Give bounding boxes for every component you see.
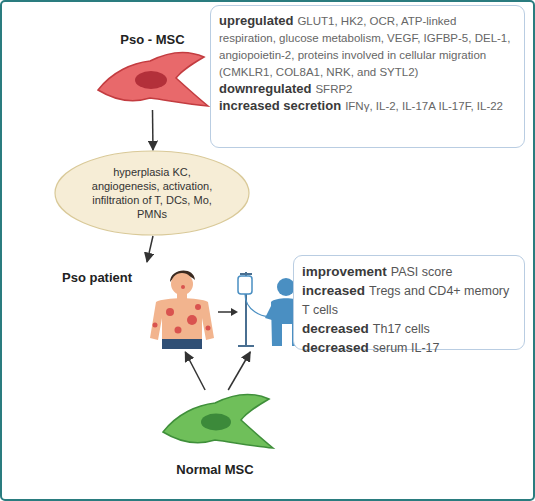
item-list: IFNγ, IL-2, IL-17A IL-17F, IL-22 bbox=[345, 100, 503, 112]
cell-node: Pso - MSC bbox=[90, 28, 215, 110]
item-list: Th17 cells bbox=[373, 322, 430, 336]
pso-msc-cell bbox=[98, 53, 208, 106]
keyword-label: downregulated bbox=[219, 81, 311, 96]
arrow-connector bbox=[147, 236, 153, 262]
node-heading: Pso patient bbox=[62, 270, 132, 285]
normal-msc-cell bbox=[163, 395, 273, 448]
text-line: upregulatedGLUT1, HK2, OCR, ATP-linked r… bbox=[219, 12, 516, 80]
keyword-label: increased secretion bbox=[219, 98, 341, 113]
ellipse-outline bbox=[55, 151, 249, 235]
ellipse-shape bbox=[54, 150, 250, 236]
arrow-connector bbox=[228, 352, 250, 390]
keyword-label: improvement bbox=[302, 264, 387, 279]
item-list: PASI score bbox=[391, 265, 453, 279]
item-list: SFRP2 bbox=[315, 83, 352, 95]
ellipse-text: hyperplasia KC, angiogenesis, activation… bbox=[87, 165, 217, 221]
text-line: improvement PASI score bbox=[302, 262, 516, 281]
patient-node: Pso patient bbox=[60, 262, 292, 352]
text-line: decreased serum IL-17 bbox=[302, 338, 516, 357]
outcome-box: improvement PASI score increasedTregs and … bbox=[293, 255, 525, 350]
arrow-connector bbox=[152, 110, 154, 150]
node-heading: Pso - MSC bbox=[90, 32, 215, 47]
text-line: increasedTregs and CD4+ memory T cells bbox=[302, 281, 516, 319]
keyword-label: increased bbox=[302, 283, 365, 298]
keyword-label: decreased bbox=[302, 340, 369, 355]
keyword-label: decreased bbox=[302, 321, 369, 336]
info-box: upregulatedGLUT1, HK2, OCR, ATP-linked r… bbox=[210, 5, 525, 148]
arrow-connector bbox=[185, 352, 205, 390]
text-line: increased secretion IFNγ, IL-2, IL-17A IL… bbox=[219, 97, 516, 114]
keyword-label: upregulated bbox=[219, 13, 293, 28]
item-list: serum IL-17 bbox=[373, 341, 440, 355]
text-line: decreased Th17 cells bbox=[302, 319, 516, 338]
node-heading: Normal MSC bbox=[160, 462, 270, 477]
text-line: downregulated SFRP2 bbox=[219, 80, 516, 97]
patient-figure bbox=[150, 270, 214, 349]
effect-ellipse: hyperplasia KC, angiogenesis, activation… bbox=[54, 150, 250, 236]
cell-node: Normal MSC bbox=[160, 390, 270, 482]
treatment-arrow bbox=[218, 308, 238, 316]
